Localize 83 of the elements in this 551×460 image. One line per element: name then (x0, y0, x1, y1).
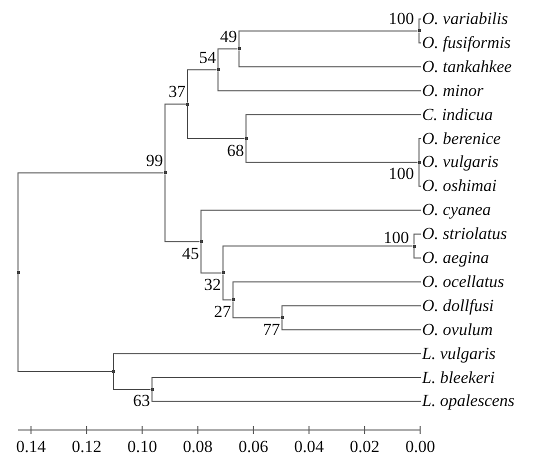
tree-branch (418, 163, 422, 187)
tree-branch (232, 300, 281, 318)
bootstrap-value: 54 (199, 48, 216, 68)
axis-tick-label: 0.02 (348, 437, 380, 457)
bootstrap-value: 63 (133, 391, 150, 412)
bootstrap-value: 27 (214, 302, 231, 322)
taxon-label: O. ovulum (422, 320, 493, 340)
branch-point (280, 316, 284, 320)
axis-tick-label: 0.08 (182, 437, 214, 457)
axis-tick-label: 0.14 (15, 437, 47, 457)
branch-point (150, 388, 154, 391)
tree-branch (414, 234, 422, 246)
taxon-label: O. berenice (422, 128, 501, 148)
branch-point (232, 298, 234, 302)
tree-branch (282, 318, 422, 330)
tree-branch (152, 377, 422, 388)
bootstrap-value: 45 (182, 244, 199, 264)
taxon-label: L. vulgaris (422, 344, 496, 364)
branch-point (112, 370, 115, 374)
taxon-label: C. indicua (422, 104, 493, 125)
bootstrap-value: 100 (388, 164, 414, 184)
taxon-label: L. opalescens (422, 391, 515, 412)
tree-branch (218, 70, 422, 92)
branch-point (418, 160, 420, 164)
tree-branch (200, 242, 222, 274)
bootstrap-value: 37 (168, 82, 186, 102)
taxon-label: O. oshimai (422, 176, 497, 196)
bootstrap-value: 100 (388, 8, 414, 29)
axis-tick-label: 0.12 (70, 437, 102, 457)
tree-branch (238, 50, 422, 68)
taxon-label: O. fusiformis (422, 32, 511, 53)
tree-branch (164, 174, 200, 242)
bootstrap-value: 49 (220, 26, 237, 47)
branch-point (200, 240, 202, 244)
tree-branch (418, 32, 422, 44)
axis-tick-label: 0.00 (404, 437, 436, 457)
tree-branch (414, 247, 422, 258)
tree-branch (18, 172, 164, 272)
taxon-label: O. cyanea (422, 200, 491, 220)
tree-branch (187, 105, 245, 139)
tree-branch (187, 69, 217, 104)
tree-branch (152, 390, 422, 402)
taxon-label: O. minor (422, 80, 484, 101)
branch-point (164, 171, 166, 174)
branch-point (418, 29, 420, 32)
branch-point (244, 137, 248, 140)
branch-point (238, 47, 240, 50)
tree-branch (218, 48, 238, 69)
tree-branch (222, 274, 232, 300)
tree-branch (222, 246, 413, 272)
branch-point (216, 68, 220, 72)
axis-tick-label: 0.04 (293, 437, 325, 457)
axis-tick-label: 0.10 (126, 437, 158, 457)
taxon-label: O. aegina (422, 248, 490, 268)
bootstrap-value: 100 (384, 228, 409, 248)
tree-branch (418, 138, 422, 162)
branch-point (16, 270, 20, 274)
branch-point (412, 244, 416, 248)
tree-branch (418, 18, 422, 30)
branch-point (186, 102, 189, 106)
tree-branch (246, 140, 418, 163)
bootstrap-value: 99 (146, 150, 163, 171)
tree-branch (232, 281, 422, 299)
taxon-label: O. ocellatus (422, 272, 504, 292)
bootstrap-value: 68 (227, 140, 244, 160)
tree-branch (113, 372, 151, 390)
taxon-label: O. striolatus (422, 224, 508, 244)
tree-branch (246, 114, 422, 138)
axis-tick-label: 0.06 (238, 437, 270, 457)
taxon-label: O. tankahkee (422, 56, 512, 77)
branch-point (222, 271, 224, 274)
tree-branch (282, 305, 422, 317)
taxon-label: O. variabilis (422, 9, 508, 29)
taxon-label: O. dollfusi (422, 296, 494, 316)
tree-branch (113, 353, 422, 371)
tree-branch (164, 104, 186, 172)
taxon-label: L. bleekeri (422, 368, 495, 388)
bootstrap-value: 77 (263, 320, 280, 340)
tree-branch (238, 30, 418, 48)
taxon-label: O. vulgaris (422, 152, 498, 172)
bootstrap-value: 32 (204, 274, 221, 295)
tree-branch (200, 210, 422, 241)
tree-branch (18, 273, 112, 372)
